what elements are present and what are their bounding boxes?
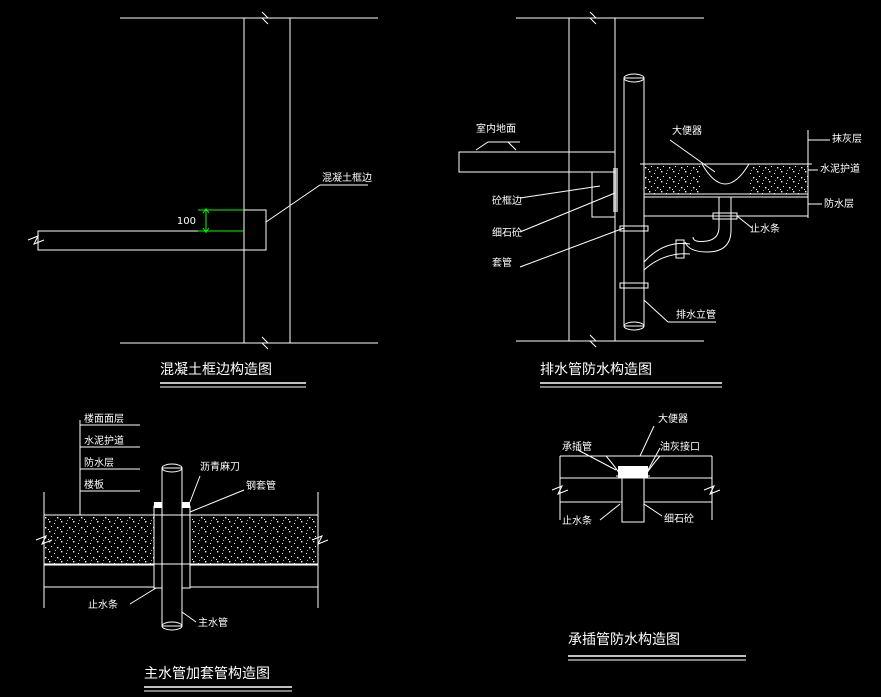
branch-pipe [643,242,691,271]
break-mark-left [27,235,45,245]
label-cement-protect: 水泥护道 [84,434,124,447]
label-concrete-frame: 混凝土框边 [322,171,372,184]
leader-water-stop [736,215,753,229]
leader-fine-stone [643,503,663,517]
label-socket-pipe: 承插管 [562,440,592,453]
leader-water-stop [599,503,621,521]
leader-steel-sleeve [189,489,245,513]
break-mark-top [260,11,270,25]
pipe-top [161,463,183,473]
break-mark-left [35,535,53,545]
drain-riser-pipe [623,77,645,327]
label-water-stop: 止水条 [88,598,118,611]
leader-asphalt [189,475,201,503]
cement-layer-left [644,164,702,194]
label-putty: 油灰接口 [660,440,700,453]
break-mark-left [551,485,569,495]
leader-toilet [669,139,716,173]
label-floor-finish: 楼面面层 [84,412,124,425]
label-fine-stone: 细石砼 [664,512,694,525]
cement-layer-right [749,164,808,194]
label-main-pipe: 主水管 [198,616,228,629]
label-finish: 抹灰层 [832,132,862,145]
toilet-bowl [701,163,750,185]
break-mark-bottom [260,336,270,350]
label-sleeve: 套管 [492,256,512,269]
break-mark-top [588,11,598,25]
steel-sleeve-left [153,505,163,589]
title-drawing-4: 承插管防水构造图 [568,632,680,648]
fine-stone-strip [613,168,618,212]
label-asphalt: 沥青麻刀 [200,460,240,473]
leader-water-stop [129,587,157,605]
drawing-concrete-frame-edge: 100 混凝土框边 混凝土框边构造图 [27,11,378,388]
floor-slab [458,151,616,173]
leader-sleeve [519,227,625,268]
title-drawing-1: 混凝土框边构造图 [160,362,272,378]
leader-line [265,184,321,223]
break-mark-right [311,535,329,545]
leader-main-pipe [181,611,197,623]
leader-putty [647,447,661,471]
floor-level-marker [475,141,517,151]
putty-joint [618,466,648,478]
p-trap [684,197,732,253]
cement-layer-left [44,517,154,564]
dim-text: 100 [177,216,196,227]
leader-socket-pipe [577,449,617,471]
pipe-collar-1 [619,225,649,232]
label-fine-stone: 细石砼 [492,226,522,239]
leader-frame [519,185,601,199]
drawing-drain-pipe-waterproof: 室内地面 砼框边 细石砼 套管 大便器 抹灰层 水泥护道 防水层 止水条 排水立… [458,11,862,388]
concrete-curb [243,209,267,251]
label-toilet: 大便器 [658,412,688,425]
label-waterproof: 防水层 [824,197,854,210]
slab-left [43,564,155,588]
label-water-stop: 止水条 [750,222,780,235]
pipe-collar-2 [619,282,649,289]
label-toilet: 大便器 [672,124,702,137]
label-steel-sleeve: 钢套管 [246,479,276,492]
label-frame: 砼框边 [492,194,522,207]
title-drawing-3: 主水管加套管构造图 [144,666,270,682]
leader-riser [643,299,669,323]
label-waterproof: 防水层 [84,456,114,469]
drawing-socket-pipe-waterproof: 承插管 大便器 油灰接口 止水条 细石砼 承插管防水构造图 [551,412,746,661]
pipe-top [623,73,645,83]
title-drawing-2: 排水管防水构造图 [540,362,652,378]
label-cement-protect: 水泥护道 [820,162,860,175]
asphalt-seal-left [154,502,162,508]
slab-right [643,477,713,503]
wall-section [243,17,291,344]
floor-slab [37,230,245,251]
label-slab: 楼板 [84,478,104,491]
break-mark-right [703,485,721,495]
label-floor: 室内地面 [476,122,516,135]
slab-left [559,477,623,503]
asphalt-seal-right [182,502,190,508]
label-drain-riser: 排水立管 [676,308,716,321]
leader-fine-stone [519,192,616,233]
branch-collar [675,239,685,259]
break-mark-bottom [588,334,598,348]
socket-pipe [621,477,645,523]
leader-toilet [639,425,655,457]
pipe-bottom [161,621,183,631]
drawing-main-pipe-sleeve: 楼面面层 水泥护道 防水层 楼板 沥青麻刀 钢套管 止水条 主水管 主水管加套管… [35,412,329,692]
main-pipe [161,467,183,627]
pipe-bottom [623,321,645,331]
label-water-stop: 止水条 [562,514,592,527]
steel-sleeve-right [181,505,191,589]
dim-arrows [202,208,210,233]
cement-layer-right [190,517,318,564]
slab-right [189,564,319,588]
